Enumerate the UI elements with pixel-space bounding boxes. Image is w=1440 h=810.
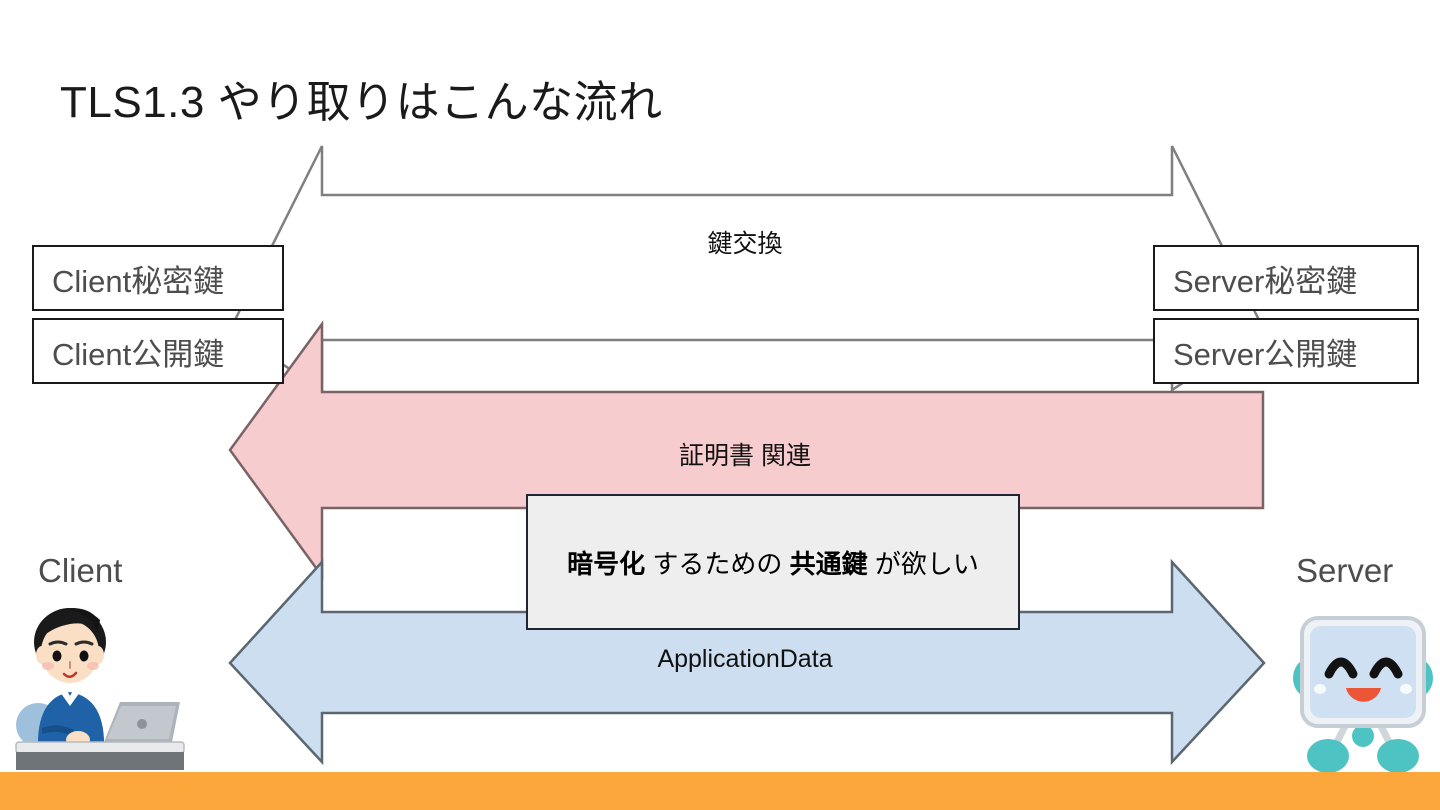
callout-emphasis-encryption: 暗号化 xyxy=(567,548,646,579)
page-title: TLS1.3 やり取りはこんな流れ xyxy=(60,78,663,127)
shared-key-callout: 暗号化 するための 共通鍵 が欲しい xyxy=(526,494,1020,630)
server-secret-key-box: Server秘密鍵 xyxy=(1153,245,1419,311)
callout-text-middle: するための xyxy=(645,548,790,579)
client-caption: Client xyxy=(38,552,123,589)
person-at-laptop-icon xyxy=(15,608,185,770)
callout-emphasis-shared-key: 共通鍵 xyxy=(789,548,868,579)
client-secret-key-box: Client秘密鍵 xyxy=(32,245,284,311)
smiling-robot-icon xyxy=(1293,616,1433,773)
client-public-key-box: Client公開鍵 xyxy=(32,318,284,384)
key-exchange-label: 鍵交換 xyxy=(707,230,783,258)
callout-text-tail: が欲しい xyxy=(867,548,979,579)
application-data-label: ApplicationData xyxy=(657,645,833,673)
server-caption: Server xyxy=(1296,552,1394,589)
certificate-label: 証明書 関連 xyxy=(679,442,811,470)
server-public-key-box: Server公開鍵 xyxy=(1153,318,1419,384)
bottom-accent-bar xyxy=(0,772,1440,810)
key-exchange-arrow xyxy=(228,145,1266,393)
